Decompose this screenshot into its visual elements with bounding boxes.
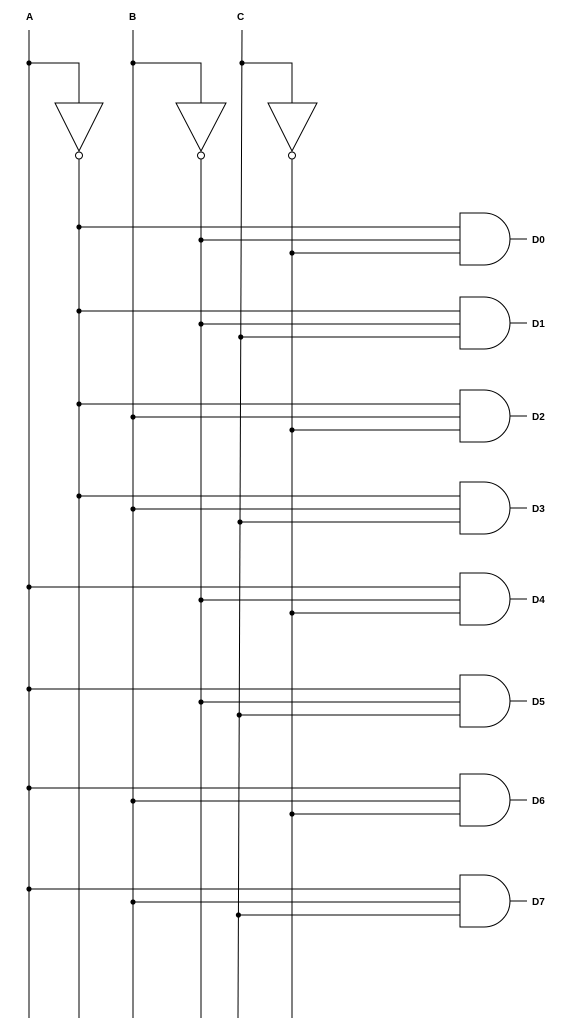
and-gate-body xyxy=(459,572,511,626)
output-label-d7: D7 xyxy=(532,897,545,908)
junction-dot xyxy=(26,686,32,692)
output-label-d2: D2 xyxy=(532,412,545,423)
output-label-d1: D1 xyxy=(532,319,545,330)
junction-dot xyxy=(289,427,295,433)
and-gate-d6: D6 xyxy=(26,773,545,827)
junction-dot xyxy=(237,519,243,525)
and-gate-d5: D5 xyxy=(26,674,545,728)
junction-dot xyxy=(239,60,245,66)
not-gate-a xyxy=(54,102,104,160)
junction-dot xyxy=(130,899,136,905)
junction-dot xyxy=(130,506,136,512)
and-gate-d1: D1 xyxy=(76,296,545,350)
junction-dot xyxy=(289,610,295,616)
junction-dot xyxy=(289,250,295,256)
output-label-d3: D3 xyxy=(532,504,545,515)
junction-dot xyxy=(76,308,82,314)
and-gate-body xyxy=(459,481,511,535)
junction-dot xyxy=(26,785,32,791)
junction-dot xyxy=(26,584,32,590)
junction-dot xyxy=(198,597,204,603)
and-gate-d7: D7 xyxy=(26,874,545,928)
not-gate-c xyxy=(267,102,318,160)
junction-dot xyxy=(235,912,242,918)
junction-dot xyxy=(198,699,204,705)
and-gate-body xyxy=(459,674,511,728)
not-gate-b xyxy=(175,102,227,160)
junction-dot xyxy=(26,60,32,66)
junction-dot xyxy=(289,811,295,817)
and-gate-body xyxy=(459,773,511,827)
junction-dot xyxy=(130,60,136,66)
input-label-a: A xyxy=(26,12,33,23)
junction-dot xyxy=(198,237,204,243)
junction-dot xyxy=(76,493,82,499)
junction-dot xyxy=(26,886,32,892)
junction-dot xyxy=(76,401,82,407)
output-label-d0: D0 xyxy=(532,235,545,246)
and-gate-body xyxy=(459,296,511,350)
and-gate-d2: D2 xyxy=(76,389,545,443)
and-gate-body xyxy=(459,389,511,443)
output-label-d6: D6 xyxy=(532,796,545,807)
and-gate-body xyxy=(459,212,511,266)
output-label-d4: D4 xyxy=(532,595,545,606)
junction-dot xyxy=(130,798,136,804)
junction-dot xyxy=(130,414,136,420)
junction-dot xyxy=(76,224,82,230)
junction-dot xyxy=(236,712,242,718)
junction-dot xyxy=(238,334,244,340)
and-gate-d3: D3 xyxy=(76,481,545,535)
junction-dot xyxy=(198,321,204,327)
and-gate-body xyxy=(459,874,511,928)
input-label-b: B xyxy=(129,12,136,23)
and-gate-d0: D0 xyxy=(76,212,545,266)
inverter-feed-a xyxy=(29,62,80,103)
and-gate-d4: D4 xyxy=(26,572,545,626)
inverter-feed-c xyxy=(242,62,293,103)
output-label-d5: D5 xyxy=(532,697,545,708)
input-label-c: C xyxy=(237,12,244,23)
inverter-feed-b xyxy=(133,62,202,103)
